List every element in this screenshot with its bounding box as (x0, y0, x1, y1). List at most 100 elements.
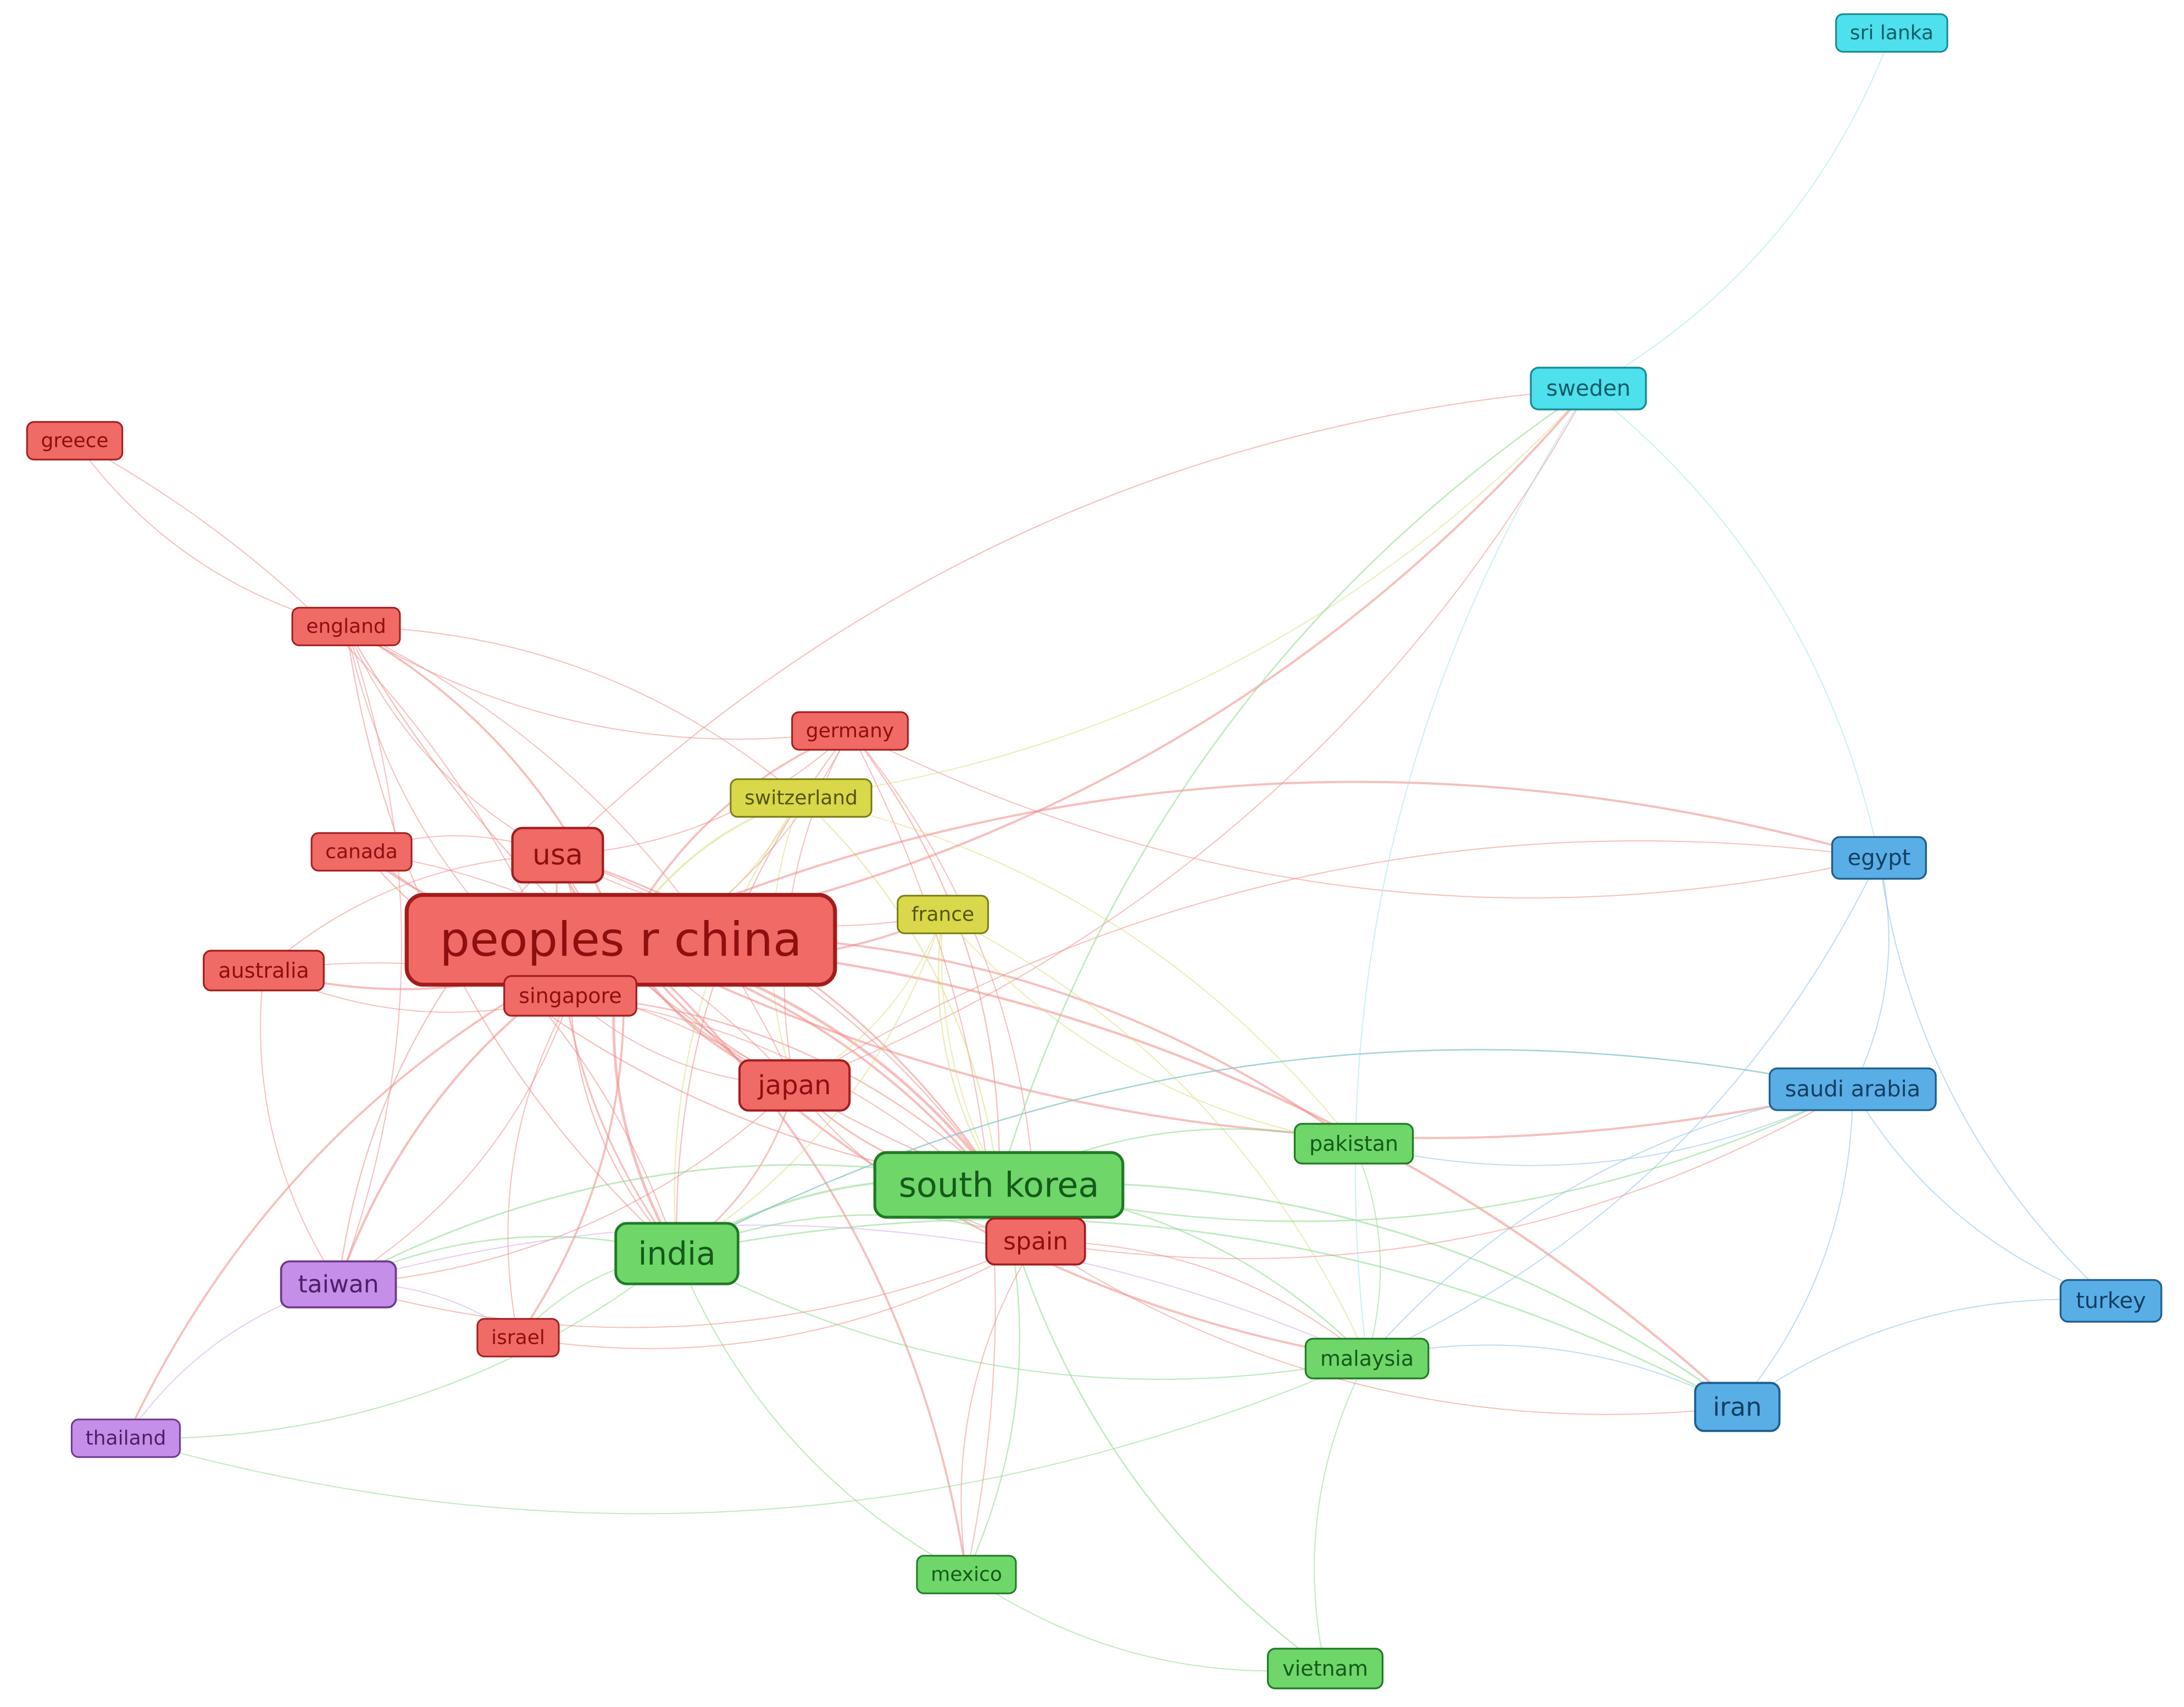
node-box-sri-lanka[interactable] (1835, 13, 1948, 53)
link-sweden-egypt (1588, 388, 1880, 858)
link-egypt-malaysia (1366, 857, 1880, 1359)
node-box-turkey[interactable] (2059, 1279, 2163, 1323)
link-england-switzerland (346, 626, 802, 799)
node-label-switzerland: switzerland (744, 787, 858, 810)
node-box-iran[interactable] (1694, 1382, 1781, 1432)
node-label-england: england (306, 616, 386, 638)
node-box-sweden[interactable] (1530, 367, 1647, 411)
link-malaysia-vietnam (1314, 1358, 1368, 1669)
node-label-south-korea: south korea (899, 1165, 1099, 1205)
node-canada[interactable]: canada (310, 832, 413, 872)
node-malaysia[interactable]: malaysia (1304, 1338, 1430, 1379)
node-box-malaysia[interactable] (1304, 1338, 1430, 1379)
node-japan[interactable]: japan (738, 1059, 851, 1112)
node-sweden[interactable]: sweden (1530, 367, 1647, 411)
node-label-saudi-arabia: saudi arabia (1785, 1077, 1920, 1102)
node-spain[interactable]: spain (985, 1217, 1086, 1266)
node-label-greece: greece (41, 430, 108, 452)
link-spain-saudi-arabia (1035, 1089, 1853, 1260)
link-south-korea-sweden (998, 387, 1589, 1185)
node-label-egypt: egypt (1848, 845, 1911, 871)
node-thailand[interactable]: thailand (70, 1418, 181, 1458)
node-box-spain[interactable] (985, 1217, 1086, 1266)
node-label-taiwan: taiwan (298, 1271, 379, 1299)
node-singapore[interactable]: singapore (503, 975, 637, 1017)
node-box-vietnam[interactable] (1266, 1648, 1383, 1689)
node-label-peoples-r-china: peoples r china (440, 912, 802, 967)
node-label-vietnam: vietnam (1282, 1656, 1368, 1681)
node-box-israel[interactable] (476, 1318, 560, 1357)
node-box-usa[interactable] (511, 827, 604, 884)
node-france[interactable]: france (897, 895, 989, 934)
link-spain-israel (518, 1241, 1036, 1349)
node-layer: peoples r china south korea india usa japan s… (26, 13, 2163, 1689)
node-taiwan[interactable]: taiwan (280, 1260, 397, 1309)
node-box-japan[interactable] (738, 1059, 851, 1112)
node-label-malaysia: malaysia (1320, 1346, 1414, 1371)
node-box-south-korea[interactable] (873, 1151, 1125, 1219)
link-pakistan-malaysia (1353, 1143, 1381, 1359)
link-germany-mexico (849, 730, 996, 1575)
link-peoples-r-china-sweden (620, 387, 1590, 941)
node-box-france[interactable] (897, 895, 989, 934)
node-switzerland[interactable]: switzerland (730, 778, 873, 818)
node-egypt[interactable]: egypt (1831, 836, 1927, 880)
node-box-germany[interactable] (791, 711, 909, 751)
link-switzerland-sweden (801, 388, 1589, 799)
node-israel[interactable]: israel (476, 1318, 560, 1357)
link-india-malaysia (676, 1252, 1368, 1380)
node-label-israel: israel (491, 1327, 545, 1349)
node-box-australia[interactable] (203, 950, 325, 991)
node-greece[interactable]: greece (26, 421, 124, 461)
node-label-spain: spain (1003, 1228, 1068, 1256)
node-box-thailand[interactable] (70, 1418, 181, 1458)
node-saudi-arabia[interactable]: saudi arabia (1769, 1067, 1937, 1111)
node-box-saudi-arabia[interactable] (1769, 1067, 1937, 1111)
link-australia-taiwan (260, 970, 339, 1285)
node-pakistan[interactable]: pakistan (1293, 1123, 1414, 1165)
node-box-england[interactable] (291, 607, 401, 646)
link-england-taiwan (338, 626, 402, 1285)
node-turkey[interactable]: turkey (2059, 1279, 2163, 1323)
node-germany[interactable]: germany (791, 711, 909, 751)
node-label-pakistan: pakistan (1309, 1132, 1398, 1156)
node-usa[interactable]: usa (511, 827, 604, 884)
link-saudi-arabia-malaysia (1366, 1089, 1853, 1359)
node-india[interactable]: india (614, 1222, 740, 1285)
node-mexico[interactable]: mexico (916, 1555, 1017, 1594)
link-iran-turkey (1737, 1299, 2111, 1407)
node-label-germany: germany (806, 720, 894, 742)
node-label-usa: usa (532, 839, 583, 872)
link-egypt-turkey (1879, 857, 2111, 1301)
link-germany-south-korea (849, 730, 1000, 1185)
node-england[interactable]: england (291, 607, 401, 646)
node-box-india[interactable] (614, 1222, 740, 1285)
node-box-canada[interactable] (310, 832, 413, 872)
node-australia[interactable]: australia (203, 950, 325, 991)
link-saudi-arabia-iran (1737, 1089, 1853, 1407)
link-england-usa (346, 626, 558, 856)
node-sri-lanka[interactable]: sri lanka (1835, 13, 1948, 53)
node-box-greece[interactable] (26, 421, 124, 461)
node-box-egypt[interactable] (1831, 836, 1927, 880)
node-box-switzerland[interactable] (730, 778, 873, 818)
node-box-taiwan[interactable] (280, 1260, 397, 1309)
link-england-japan (346, 626, 795, 1086)
link-malaysia-thailand (125, 1358, 1368, 1515)
node-box-pakistan[interactable] (1293, 1123, 1414, 1165)
link-peoples-r-china-saudi-arabia (620, 939, 1853, 1139)
node-south-korea[interactable]: south korea (873, 1151, 1125, 1219)
link-spain-iran (1035, 1241, 1738, 1415)
link-spain-malaysia (1035, 1240, 1368, 1359)
node-box-mexico[interactable] (916, 1555, 1017, 1594)
link-switzerland-south-korea (801, 797, 1000, 1185)
link-france-pakistan (942, 914, 1354, 1144)
link-south-korea-saudi-arabia (998, 1088, 1853, 1222)
node-box-singapore[interactable] (503, 975, 637, 1017)
node-peoples-r-china[interactable]: peoples r china (404, 893, 837, 987)
link-saudi-arabia-india (676, 1049, 1853, 1255)
node-iran[interactable]: iran (1694, 1382, 1781, 1432)
node-vietnam[interactable]: vietnam (1266, 1648, 1383, 1689)
link-saudi-arabia-pakistan (1353, 1089, 1853, 1166)
